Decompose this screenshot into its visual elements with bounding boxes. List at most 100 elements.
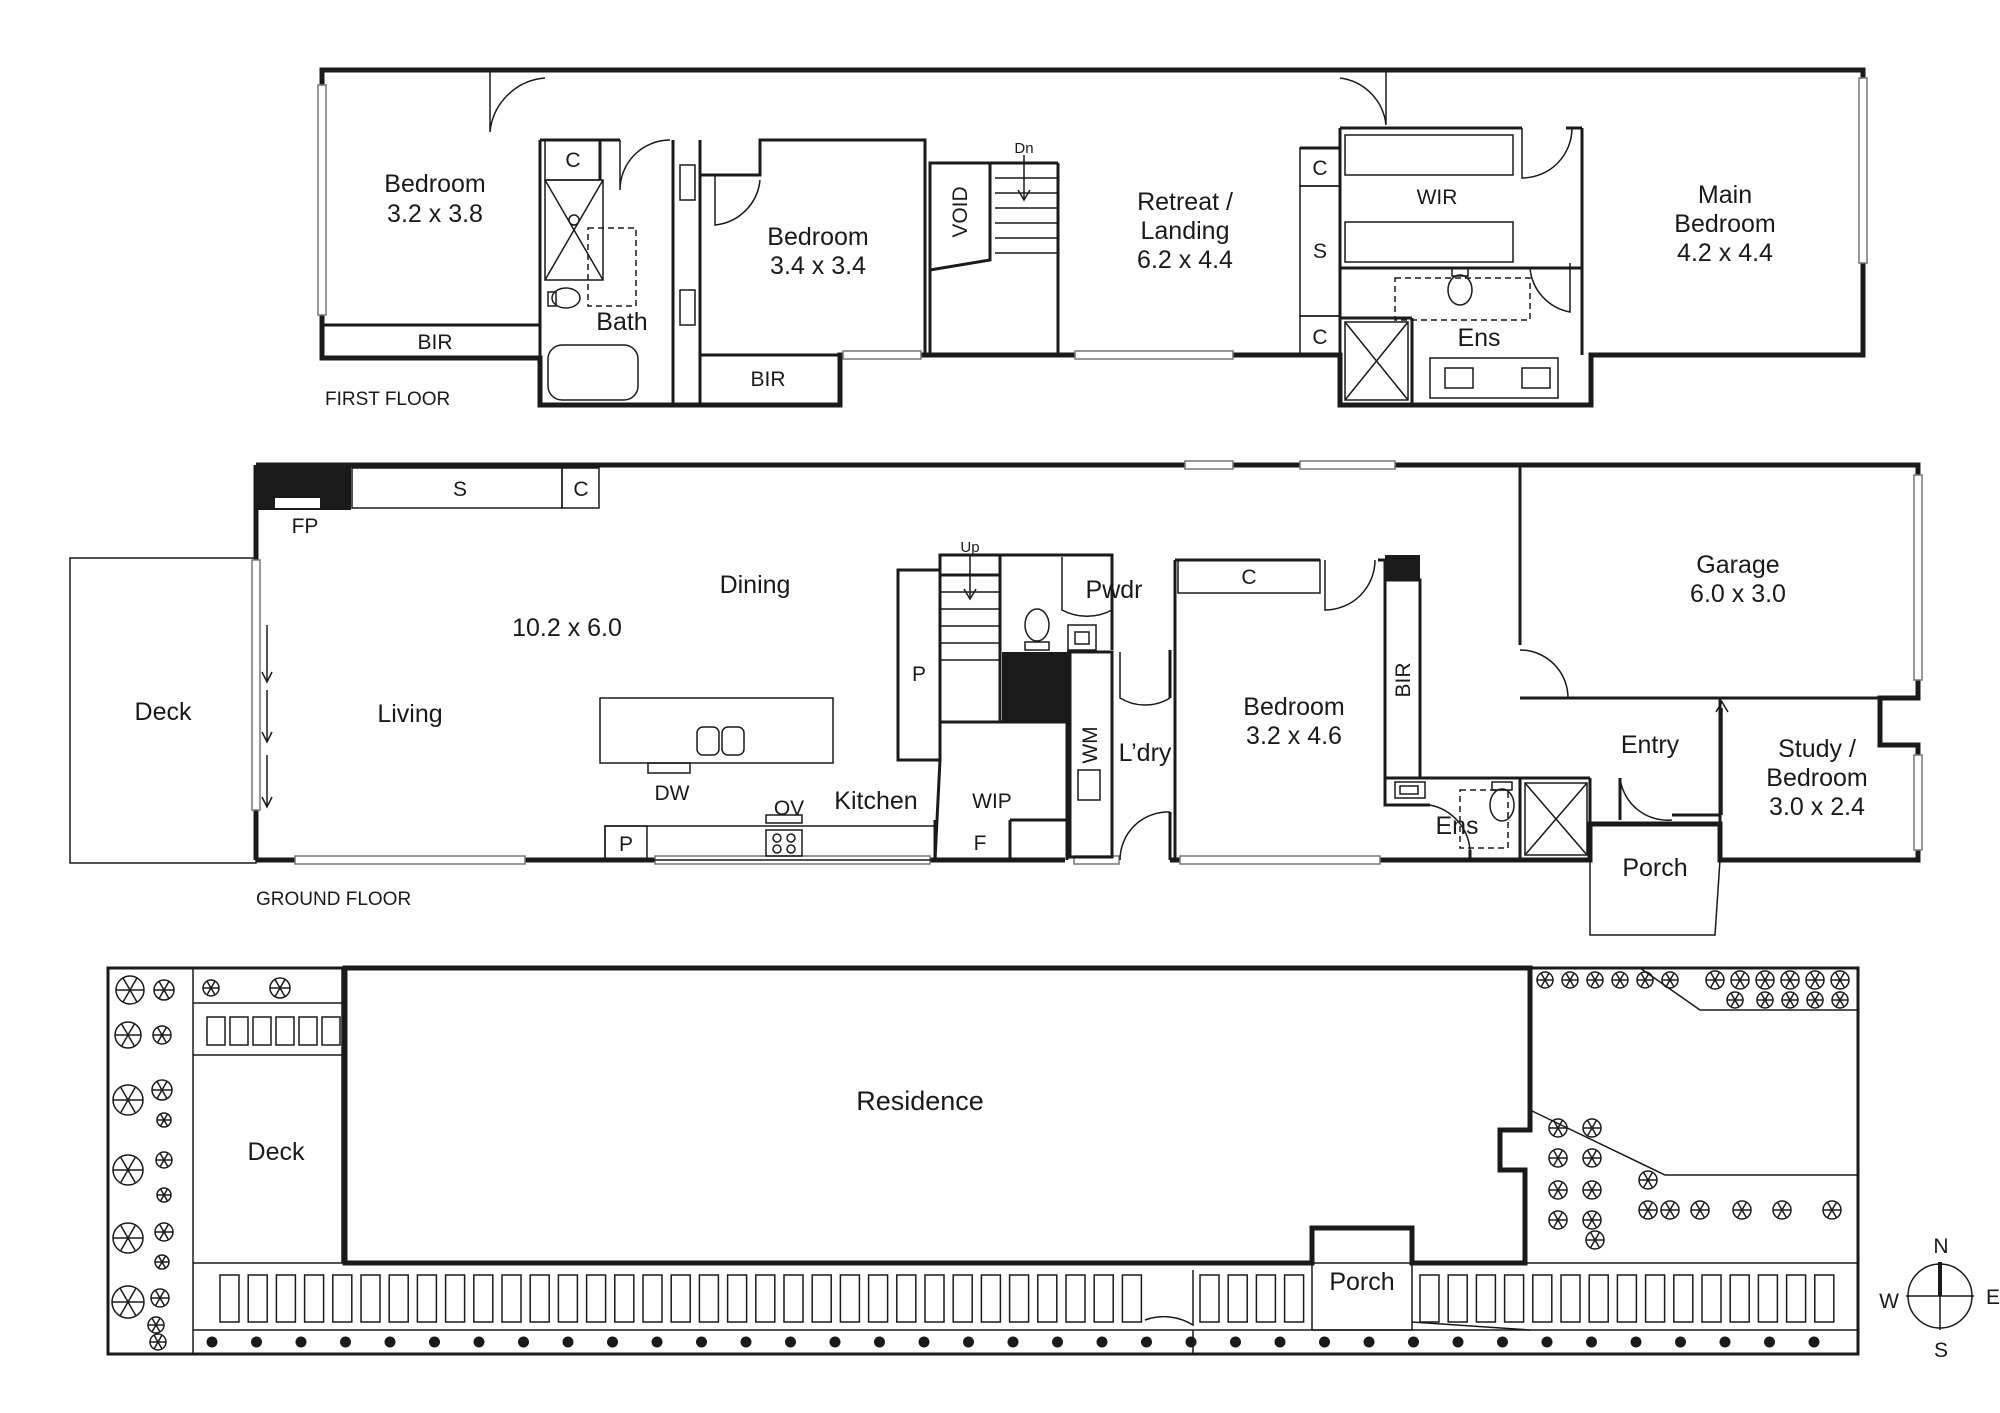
ground-garage-size: 6.0 x 3.0 <box>1690 580 1786 608</box>
first-bedroom2-size: 3.2 x 3.8 <box>387 200 483 228</box>
hedge-dot <box>1363 1336 1375 1348</box>
paver <box>1283 1274 1305 1323</box>
cupboard-ground-c1 <box>561 467 600 509</box>
hedge-dot <box>562 1336 574 1348</box>
ground-deck: Deck <box>135 698 192 726</box>
hedge-dot <box>340 1336 351 1348</box>
window-first-east <box>1858 77 1868 264</box>
oven <box>765 814 803 857</box>
compass-n: N <box>1933 1235 1948 1258</box>
paver <box>247 1274 268 1323</box>
hedge-dot <box>874 1336 885 1348</box>
hedge-dot <box>1007 1336 1019 1348</box>
ground-pwdr: Pwdr <box>1086 576 1143 604</box>
shrub <box>1611 971 1629 989</box>
paver <box>1560 1274 1581 1323</box>
paver <box>332 1274 353 1323</box>
shrub <box>1831 991 1849 1009</box>
pantry-p1 <box>604 825 648 861</box>
shrub <box>156 1112 172 1128</box>
paver <box>1447 1274 1468 1323</box>
shrub <box>1726 991 1744 1009</box>
ground-garage-name: Garage <box>1696 551 1779 579</box>
ground-entry: Entry <box>1621 731 1680 759</box>
sink <box>696 726 720 756</box>
paver <box>755 1274 776 1323</box>
first-retreat-name-1: Retreat / <box>1137 188 1233 216</box>
site-gate <box>1144 1270 1194 1327</box>
paver <box>1729 1274 1750 1323</box>
shrub <box>151 1079 173 1101</box>
first-bir2: BIR <box>750 368 785 391</box>
shrub <box>1830 970 1850 990</box>
shrub <box>1638 1200 1658 1220</box>
shrub <box>114 1021 142 1049</box>
paver <box>303 1274 325 1323</box>
hedge-dot <box>1719 1336 1731 1348</box>
paver <box>1475 1274 1497 1323</box>
ground-bedroom-size: 3.2 x 4.6 <box>1246 722 1342 750</box>
shrub <box>112 1084 144 1116</box>
toilet-ens-ground <box>1489 788 1515 822</box>
paver <box>811 1274 832 1323</box>
door-arc <box>489 72 546 133</box>
ground-fp: FP <box>292 515 319 538</box>
shrub <box>202 979 220 997</box>
paver <box>1065 1274 1086 1323</box>
shrub <box>1755 970 1775 990</box>
site-porch-area <box>1311 1263 1413 1331</box>
paver <box>1093 1274 1114 1323</box>
hedge-dot <box>829 1336 841 1348</box>
window-ground-south-living <box>294 855 526 865</box>
paver <box>1008 1274 1030 1323</box>
compass-e: E <box>1986 1286 2000 1309</box>
shrub <box>1705 970 1725 990</box>
shrub <box>1690 1200 1710 1220</box>
shrub <box>1582 1210 1602 1230</box>
paver <box>219 1274 240 1323</box>
hedge-dot <box>607 1336 618 1348</box>
shrub <box>147 1316 165 1334</box>
pavers-top <box>206 1016 341 1046</box>
paver <box>1814 1274 1835 1323</box>
paver <box>473 1274 494 1323</box>
hedge-dot <box>1052 1336 1063 1348</box>
hedge-dot <box>1141 1336 1152 1348</box>
hedge-dot <box>295 1336 307 1348</box>
shrub <box>1756 991 1774 1009</box>
paver <box>952 1274 973 1323</box>
window-garage-east <box>1913 474 1923 681</box>
first-stair-dn: Dn <box>1014 140 1033 157</box>
paver <box>642 1274 663 1323</box>
ground-p2: P <box>912 663 926 686</box>
hedge-dot <box>1586 1336 1597 1348</box>
ground-dw: DW <box>655 782 690 805</box>
hedge-dot <box>429 1336 440 1348</box>
kitchen-bench <box>604 825 936 861</box>
site-boundary <box>106 966 1860 1356</box>
toilet-pwdr <box>1024 608 1050 642</box>
hedge-dot <box>1319 1336 1330 1348</box>
hedge-dot <box>518 1336 529 1348</box>
paver <box>529 1274 550 1323</box>
paver <box>980 1274 1002 1323</box>
paver <box>557 1274 579 1323</box>
sliding-door-arrows <box>261 625 273 809</box>
ground-bir: BIR <box>1392 662 1415 697</box>
first-ens: Ens <box>1457 324 1500 352</box>
shrub <box>154 1222 174 1242</box>
paver <box>726 1274 748 1323</box>
compass-w: W <box>1879 1290 1899 1313</box>
paver <box>585 1274 607 1323</box>
window-first-west <box>317 84 327 316</box>
paver <box>1503 1274 1525 1323</box>
hedge-dots <box>206 1336 1820 1348</box>
hedge-dot <box>1675 1336 1686 1348</box>
shrub <box>1660 1200 1680 1220</box>
ground-s: S <box>453 478 467 501</box>
shrub <box>1780 970 1800 990</box>
site-residence-label: Residence <box>856 1086 984 1116</box>
ground-kitchen: Kitchen <box>834 787 917 815</box>
paver <box>1199 1274 1220 1323</box>
pavers-bottom <box>219 1274 1835 1323</box>
